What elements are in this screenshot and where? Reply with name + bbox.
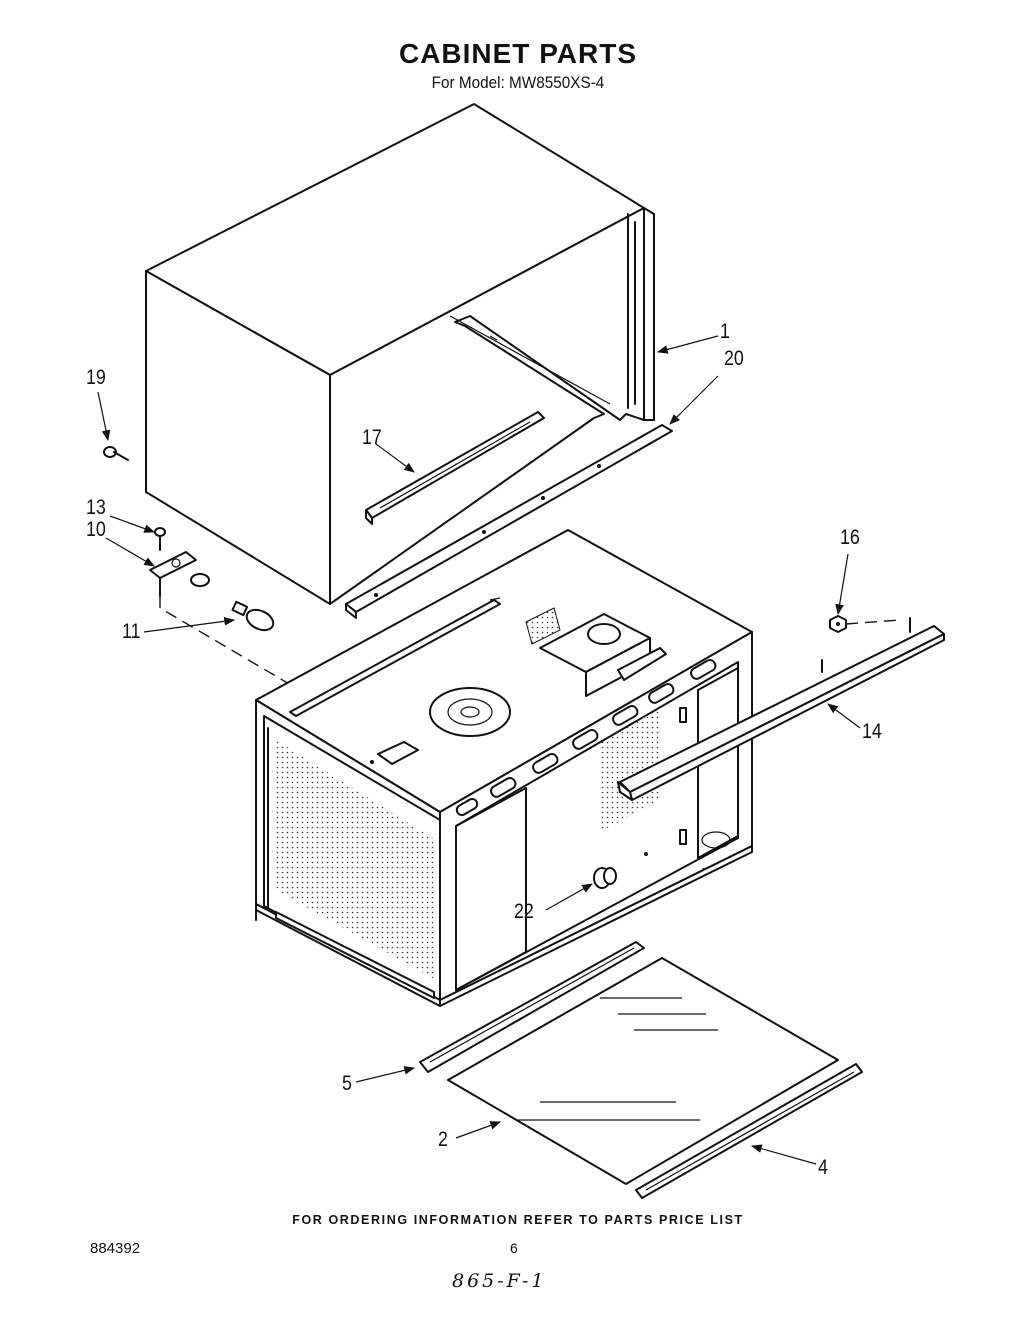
callout-17: 17 — [362, 426, 382, 449]
model-subtitle: For Model: MW8550XS-4 — [431, 73, 605, 92]
callout-13: 13 — [86, 496, 106, 519]
vent-slots — [455, 658, 717, 816]
lamp-bulb — [231, 600, 275, 632]
callout-1: 1 — [720, 320, 730, 343]
knob-part-22 — [593, 867, 617, 889]
strip-part-4 — [635, 1063, 863, 1199]
callout-4: 4 — [818, 1156, 828, 1179]
callout-19: 19 — [86, 366, 106, 389]
page-title: CABINET PARTS — [398, 38, 638, 69]
callout-22: 22 — [514, 900, 534, 923]
callout-5: 5 — [342, 1072, 352, 1095]
bottom-rail — [345, 424, 673, 619]
callout-2: 2 — [438, 1128, 448, 1151]
leader-arrows — [97, 335, 861, 1165]
handwritten-note: 865-F-1 — [452, 1270, 547, 1292]
document-number: 884392 — [90, 1240, 141, 1257]
oven-chassis — [255, 529, 753, 1007]
ordering-note: FOR ORDERING INFORMATION REFER TO PARTS … — [292, 1213, 744, 1227]
nut-part-16 — [829, 615, 847, 633]
screw-part-19 — [103, 446, 129, 461]
glass-panel — [447, 957, 839, 1185]
callout-11: 11 — [122, 620, 141, 643]
strip-part-5 — [419, 941, 645, 1073]
outer-cabinet-wrapper — [145, 103, 655, 605]
front-frame-strip — [365, 411, 545, 525]
callout-10: 10 — [86, 518, 106, 541]
screw-part-13 — [154, 527, 166, 551]
callout-16: 16 — [840, 526, 860, 549]
lamp-bracket — [149, 551, 210, 597]
alignment-dashed-line-16 — [845, 619, 901, 625]
callout-20: 20 — [724, 347, 744, 370]
callout-14: 14 — [862, 720, 882, 743]
page-number: 6 — [510, 1240, 518, 1256]
trim-bar — [617, 617, 945, 801]
